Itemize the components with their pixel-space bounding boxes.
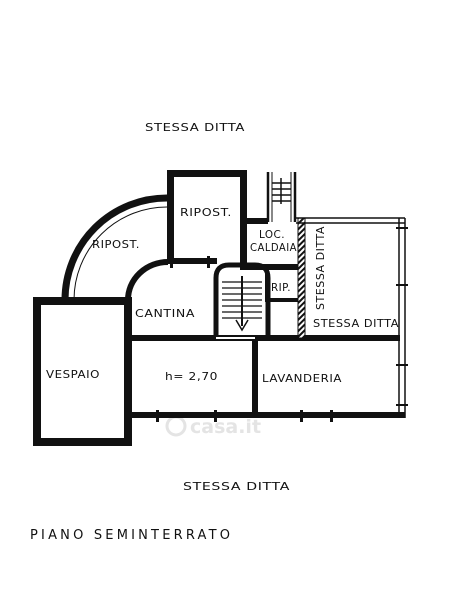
central-stair-outline	[213, 262, 271, 335]
wall-lavanderia-divider	[252, 339, 258, 415]
stair-direction-arrow-icon	[235, 319, 249, 332]
label-neighbor-bottom: STESSA DITTA	[183, 480, 290, 493]
wall-rip-bottom	[265, 298, 305, 302]
wall-caldaia-top	[240, 218, 268, 224]
wall-ripost-top	[167, 170, 247, 177]
wall-cantina-top	[167, 258, 217, 264]
label-cellar: CANTINA	[135, 307, 195, 320]
label-crawl-space: VESPAIO	[46, 368, 100, 381]
neighbor-room-outline	[296, 217, 408, 418]
wall-lavanderia-top	[255, 335, 400, 341]
wall-curved-outer-inner-line	[73, 206, 169, 301]
wall-vespaio-bottom	[33, 438, 132, 446]
wall-stair-bottom-thin-1	[216, 335, 256, 337]
label-ceiling-height: h= 2,70	[165, 370, 218, 383]
wall-tick-2	[214, 410, 217, 422]
wall-tick-6	[207, 256, 210, 268]
label-boiler-room-line1: LOC.	[259, 228, 285, 241]
label-storage-curved: RIPOST.	[92, 238, 140, 251]
top-stair	[266, 172, 297, 222]
label-storage-top: RIPOST.	[180, 206, 232, 219]
label-boiler-room-line2: CALDAIA	[250, 241, 297, 254]
wall-lower-bottom	[131, 412, 405, 418]
label-neighbor-top: STESSA DITTA	[145, 121, 245, 134]
label-neighbor-right: STESSA DITTA	[313, 317, 399, 330]
label-neighbor-vertical: STESSA DITTA	[314, 226, 327, 310]
wall-vespaio-left	[33, 297, 41, 446]
wall-vespaio-right	[124, 297, 132, 446]
wall-ripost-left	[167, 170, 174, 264]
wall-tick-4	[330, 410, 333, 422]
wall-divider-hatched	[297, 217, 306, 339]
wall-tick-1	[156, 410, 159, 422]
wall-stair-bottom-thin-2	[216, 339, 256, 341]
wall-curved-outer	[61, 194, 169, 301]
wall-vespaio-top	[33, 297, 132, 305]
wall-caldaia-bottom	[240, 264, 304, 270]
room-labels: STESSA DITTA RIPOST. RIPOST. LOC. CALDAI…	[30, 121, 399, 543]
wall-tick-3	[300, 410, 303, 422]
wall-tick-5	[170, 256, 173, 268]
wall-cantina-bottom	[131, 335, 216, 341]
watermark-text: casa.it	[190, 416, 261, 438]
label-closet: RIP.	[271, 281, 291, 294]
label-laundry: LAVANDERIA	[262, 372, 342, 385]
walls	[33, 170, 405, 446]
central-stair	[213, 262, 271, 335]
wall-curved-inner	[125, 259, 169, 301]
